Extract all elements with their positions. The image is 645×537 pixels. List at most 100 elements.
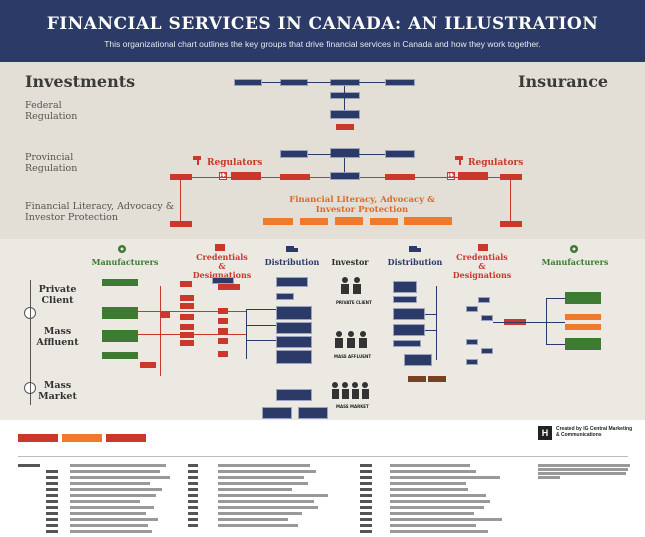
distribution-box bbox=[393, 281, 417, 293]
literacy-red-box bbox=[500, 221, 522, 227]
connector-line bbox=[180, 180, 181, 221]
connector-line bbox=[262, 82, 385, 83]
connector-line bbox=[546, 298, 547, 344]
connector-line bbox=[425, 330, 436, 331]
connector-line bbox=[246, 309, 247, 359]
distribution-box bbox=[276, 322, 312, 334]
gavel-icon bbox=[455, 156, 463, 165]
connector-line bbox=[308, 154, 385, 155]
people-icon bbox=[332, 382, 369, 399]
federal-box bbox=[330, 92, 360, 99]
manufacturer-box bbox=[102, 279, 138, 286]
credentials-right-heading: Credentials & Designations bbox=[452, 252, 512, 280]
mass-market-heading: Mass Market bbox=[38, 380, 77, 402]
regulator-box bbox=[458, 172, 488, 180]
lower-band bbox=[0, 239, 645, 420]
manufacturer-box bbox=[565, 338, 601, 350]
credential-box bbox=[180, 295, 194, 301]
credential-box bbox=[180, 340, 194, 346]
manufacturer-box bbox=[102, 307, 138, 319]
connector-line bbox=[170, 177, 330, 178]
distribution-box bbox=[393, 308, 425, 320]
literacy-box bbox=[370, 218, 398, 225]
logo: H bbox=[538, 426, 552, 440]
distribution-box bbox=[276, 350, 312, 364]
federal-box bbox=[385, 79, 415, 86]
credential-box bbox=[466, 306, 478, 312]
connector-line bbox=[246, 309, 276, 310]
regulator-box bbox=[231, 172, 261, 180]
distribution-right-heading: Distribution bbox=[387, 257, 443, 267]
literacy-red-box bbox=[170, 221, 192, 227]
distribution-box bbox=[276, 277, 308, 287]
glossary-divider bbox=[18, 456, 628, 457]
connector-line bbox=[344, 86, 345, 112]
insurance-heading: Insurance bbox=[518, 72, 609, 91]
provincial-box bbox=[330, 172, 360, 180]
credential-box bbox=[180, 281, 192, 287]
distribution-box bbox=[276, 336, 312, 348]
legend-swatch-orange bbox=[62, 434, 102, 442]
credential-box bbox=[180, 303, 194, 309]
connector-line bbox=[344, 158, 345, 172]
connector-line bbox=[246, 340, 276, 341]
regulators-count-badge: 13 bbox=[219, 172, 227, 180]
credential-box bbox=[218, 318, 228, 324]
credential-box bbox=[160, 312, 170, 318]
literacy-box bbox=[404, 217, 452, 225]
people-icon bbox=[335, 331, 367, 348]
connector-line bbox=[138, 311, 246, 312]
literacy-heading: Financial Literacy, Advocacy & Investor … bbox=[25, 201, 175, 223]
federal-red-box bbox=[336, 124, 354, 130]
legend-swatch-red bbox=[18, 434, 58, 442]
distribution-box bbox=[276, 306, 312, 320]
distribution-box bbox=[276, 293, 294, 300]
connector-line bbox=[546, 344, 565, 345]
regulators-right-title: Regulators bbox=[468, 158, 524, 168]
manufacturers-left-heading: Manufacturers bbox=[91, 257, 159, 267]
literacy-box bbox=[300, 218, 328, 225]
header-banner: FINANCIAL SERVICES IN CANADA: AN ILLUSTR… bbox=[0, 0, 645, 62]
connector-line bbox=[160, 286, 161, 376]
federal-box bbox=[234, 79, 262, 86]
distribution-box bbox=[262, 407, 292, 419]
investments-heading: Investments bbox=[25, 72, 136, 91]
manufacturer-box bbox=[565, 314, 601, 320]
legend-swatch-red bbox=[106, 434, 146, 442]
regulators-count-badge: 13 bbox=[447, 172, 455, 180]
distribution-box bbox=[404, 354, 432, 366]
truck-icon bbox=[409, 246, 421, 252]
credential-box bbox=[481, 315, 493, 321]
credential-box bbox=[140, 362, 156, 368]
literacy-title: Financial Literacy, Advocacy & Investor … bbox=[289, 195, 435, 215]
chart-canvas: Investments Insurance Federal Regulation… bbox=[0, 62, 645, 420]
connector-line bbox=[246, 325, 276, 326]
credential-box bbox=[218, 328, 228, 334]
manufacturers-right-heading: Manufacturers bbox=[541, 257, 609, 267]
literacy-box bbox=[263, 218, 293, 225]
credential-box bbox=[180, 332, 194, 338]
gavel-icon bbox=[193, 156, 201, 165]
page-subtitle: This organizational chart outlines the k… bbox=[104, 39, 541, 49]
credential-box bbox=[180, 324, 194, 330]
distribution-box bbox=[393, 340, 421, 347]
mass-affluent-heading: Mass Affluent bbox=[36, 326, 79, 348]
footer: H Created by IG Central Marketing & Comm… bbox=[0, 420, 645, 537]
people-icon bbox=[341, 277, 361, 294]
provincial-box bbox=[280, 150, 308, 158]
credential-box bbox=[466, 339, 478, 345]
connector-line bbox=[510, 180, 511, 221]
connector-line bbox=[138, 334, 246, 335]
provincial-box bbox=[330, 148, 360, 158]
credential-box bbox=[466, 359, 478, 365]
distribution-box bbox=[393, 324, 425, 336]
gear-icon bbox=[118, 245, 126, 253]
brown-box bbox=[428, 376, 446, 382]
provincial-box bbox=[385, 150, 415, 158]
manufacturer-box bbox=[102, 352, 138, 359]
federal-regulation-heading: Federal Regulation bbox=[25, 100, 78, 122]
row-axis bbox=[30, 280, 31, 405]
glossary-column bbox=[360, 464, 520, 536]
federal-box bbox=[330, 110, 360, 119]
credential-box bbox=[218, 338, 228, 344]
